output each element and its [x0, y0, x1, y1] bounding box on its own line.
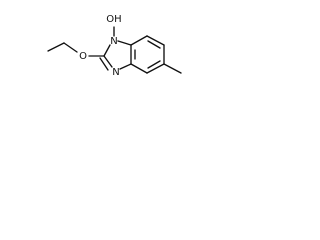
methyl-bond	[163, 63, 182, 74]
ring-bond-c7-c6	[146, 35, 165, 46]
bond-o-ch2	[63, 42, 78, 53]
ether-oxygen-label: O	[79, 51, 87, 62]
ring-double-bond-c7-c6	[147, 40, 161, 49]
chemical-structure-diagram: OH N N O	[47, 14, 182, 78]
bond-c2-n3	[103, 55, 113, 68]
hydroxyl-label: OH	[106, 14, 121, 25]
ring-bond-c7a-c7	[130, 35, 148, 46]
nitrogen-top-label: N	[110, 36, 117, 47]
ring-bond-c5-c4	[146, 63, 165, 74]
bond-n1-c2	[103, 44, 111, 57]
ring-double-bond-c5-c4	[147, 60, 161, 69]
bond-ch2-ch3	[47, 42, 65, 52]
bond-c7a-n1	[117, 40, 132, 46]
nitrogen-bottom-label: N	[112, 67, 119, 78]
bond-n3-c3a	[119, 63, 132, 70]
double-bond-c2-n3	[99, 57, 109, 71]
ring-bond-c4-c3a	[130, 63, 148, 74]
